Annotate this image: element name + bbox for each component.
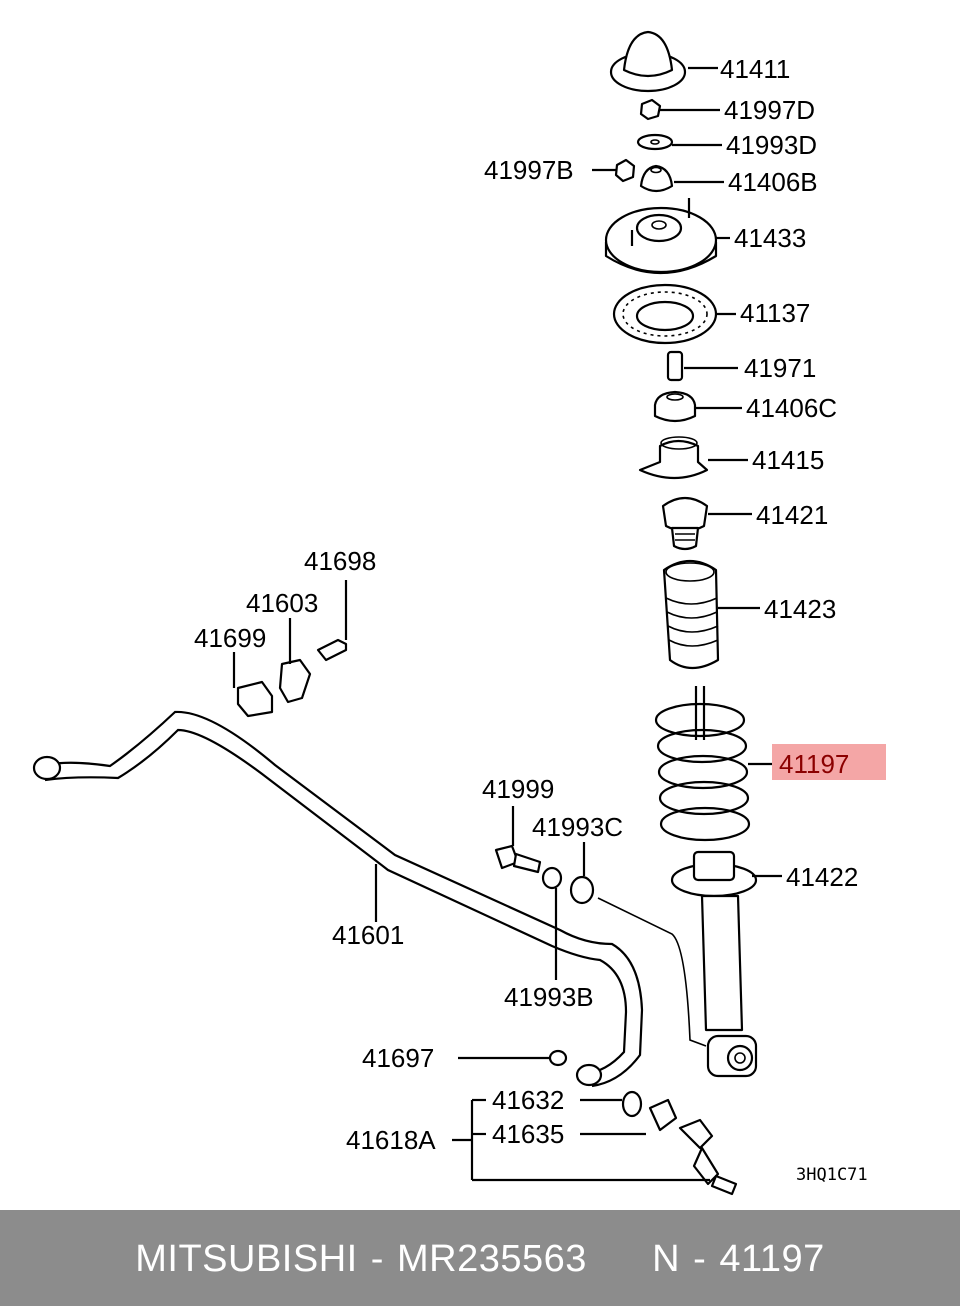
exploded-parts-diagram: 41411 41997D 41993D 41997B 41406B 41433 … <box>32 30 886 1196</box>
part-41422-drawing <box>670 850 782 1078</box>
footer-part-info: MITSUBISHI - MR235563 N - 41197 <box>135 1238 825 1280</box>
label-41406B[interactable]: 41406B <box>728 167 818 197</box>
label-41993D[interactable]: 41993D <box>726 130 817 160</box>
label-41699[interactable]: 41699 <box>194 623 266 653</box>
label-41422[interactable]: 41422 <box>786 862 858 892</box>
label-41406C[interactable]: 41406C <box>746 393 837 423</box>
label-41197[interactable]: 41197 <box>779 749 849 779</box>
part-41603-drawing <box>278 618 312 704</box>
part-41421-drawing <box>661 496 752 551</box>
part-41137-drawing <box>612 283 736 345</box>
part-41406B-drawing <box>639 164 724 193</box>
part-41993D-drawing <box>636 133 722 151</box>
label-41993C[interactable]: 41993C <box>532 812 623 842</box>
part-41699-drawing <box>232 652 274 718</box>
part-41601-drawing <box>32 710 644 1088</box>
part-41415-drawing <box>638 436 748 480</box>
label-41999[interactable]: 41999 <box>482 774 554 804</box>
part-41406C-drawing <box>653 390 742 423</box>
part-41993B-drawing <box>541 866 563 980</box>
label-41997D[interactable]: 41997D <box>724 95 815 125</box>
footer-bar: MITSUBISHI - MR235563 N - 41197 <box>0 1210 960 1306</box>
part-41993C-drawing <box>569 842 707 1047</box>
part-41997D-drawing <box>639 98 720 121</box>
label-41433[interactable]: 41433 <box>734 223 806 253</box>
part-41423-drawing <box>662 559 760 670</box>
part-41618A-drawing <box>452 1090 738 1196</box>
drawing-code: 3HQ1C71 <box>796 1165 868 1185</box>
label-41697[interactable]: 41697 <box>362 1043 434 1073</box>
label-41997B[interactable]: 41997B <box>484 155 574 185</box>
label-41415[interactable]: 41415 <box>752 445 824 475</box>
part-41433-drawing <box>604 198 730 275</box>
part-41698-drawing <box>316 580 348 662</box>
label-41618A[interactable]: 41618A <box>346 1125 436 1155</box>
part-41697-drawing <box>458 1049 568 1067</box>
label-41698[interactable]: 41698 <box>304 546 376 576</box>
part-41971-drawing <box>666 350 738 382</box>
label-41603[interactable]: 41603 <box>246 588 318 618</box>
label-41137[interactable]: 41137 <box>740 298 810 328</box>
label-41632[interactable]: 41632 <box>492 1085 564 1115</box>
label-41421[interactable]: 41421 <box>756 500 828 530</box>
part-41997B-drawing <box>592 158 636 183</box>
label-41971[interactable]: 41971 <box>744 353 816 383</box>
part-41411-drawing <box>609 30 718 93</box>
label-41411[interactable]: 41411 <box>720 54 790 84</box>
label-41423[interactable]: 41423 <box>764 594 836 624</box>
highlight-box-41197 <box>772 744 886 780</box>
part-41197-drawing <box>654 686 772 842</box>
label-41635[interactable]: 41635 <box>492 1119 564 1149</box>
label-41993B[interactable]: 41993B <box>504 982 594 1012</box>
label-41601[interactable]: 41601 <box>332 920 404 950</box>
part-41999-drawing <box>494 806 542 874</box>
